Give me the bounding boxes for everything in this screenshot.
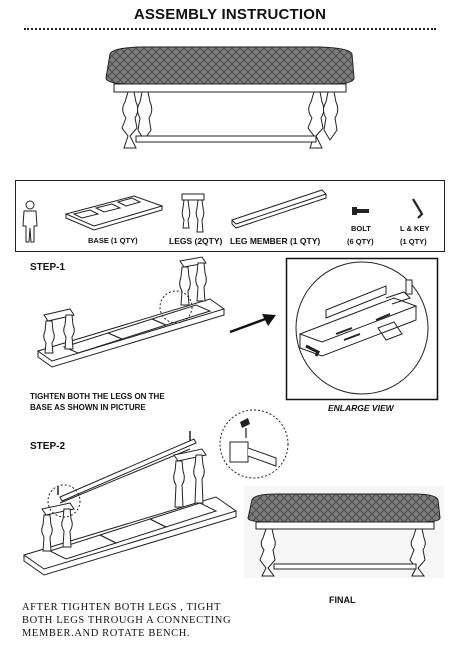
bench-illustration-top <box>105 46 355 149</box>
page-title: ASSEMBLY INSTRUCTION <box>133 6 327 23</box>
legs-part-drawing <box>181 193 205 233</box>
title-divider <box>24 28 436 30</box>
part-label-key: L & KEY <box>400 224 430 233</box>
final-bench-illustration <box>244 486 444 578</box>
step1-instruction-line2: BASE AS SHOWN IN PICTURE <box>30 403 146 412</box>
person-scale-icon <box>22 200 38 243</box>
allen-key-icon <box>412 198 424 219</box>
part-label-legs: LEGS (2QTY) <box>169 236 223 246</box>
step2-note-line2: BOTH LEGS THROUGH A CONNECTING <box>22 615 232 626</box>
part-qty-key: (1 QTY) <box>400 237 427 246</box>
step2-title: STEP-2 <box>30 441 66 452</box>
step2-note-line3: MEMBER.AND ROTATE BENCH. <box>22 628 191 639</box>
part-label-base: BASE (1 QTY) <box>88 236 138 245</box>
part-qty-bolt: (6 QTY) <box>347 237 374 246</box>
parts-list-box <box>15 180 445 252</box>
step2-detail-circle <box>219 409 289 479</box>
final-label: FINAL <box>329 595 356 605</box>
step1-title: STEP-1 <box>30 262 66 273</box>
enlarge-view-label: ENLARGE VIEW <box>328 403 394 413</box>
arrow-to-enlarged-view <box>229 314 276 334</box>
step2-connecting-member-drawing <box>22 431 238 576</box>
base-part-drawing <box>64 195 164 231</box>
enlarged-view-frame <box>285 257 439 401</box>
part-label-leg-member: LEG MEMBER (1 QTY) <box>230 236 321 246</box>
bolt-icon <box>352 207 369 215</box>
part-label-bolt: BOLT <box>351 224 371 233</box>
step1-base-with-legs-drawing <box>36 256 226 368</box>
step1-instruction-line1: TIGHTEN BOTH THE LEGS ON THE <box>30 392 165 401</box>
leg-member-part-drawing <box>231 189 327 229</box>
step2-note-line1: AFTER TIGHTEN BOTH LEGS , TIGHT <box>22 602 222 613</box>
